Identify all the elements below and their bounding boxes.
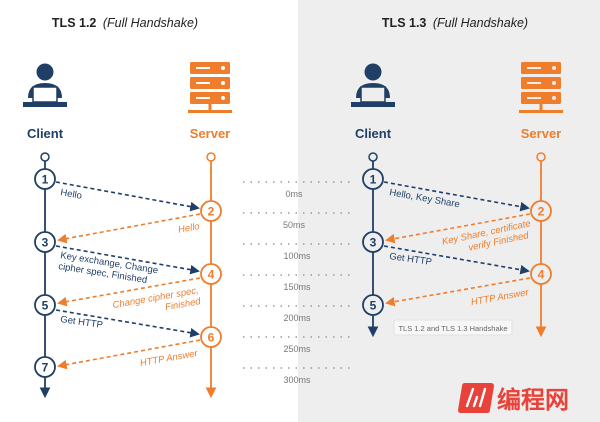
watermark-text: 编程网: [497, 386, 569, 414]
time-100ms: 100ms: [283, 251, 311, 261]
left-title: TLS 1.2 (Full Handshake): [52, 16, 198, 30]
left-arrow-1: [55, 181, 200, 212]
right-server-step-4: 4: [530, 263, 552, 285]
server-rack-icon: [519, 62, 563, 113]
right-title: TLS 1.3 (Full Handshake): [382, 16, 528, 30]
left-arrow-6: [57, 339, 201, 370]
server-rack-icon: [188, 62, 232, 113]
right-server-label: Server: [521, 126, 561, 141]
timeline: 0ms 50ms 100ms 150ms 200ms 250ms 300ms: [243, 181, 350, 385]
left-client-step-5: 5: [34, 294, 56, 316]
time-50ms: 50ms: [283, 220, 306, 230]
svg-text:4: 4: [538, 268, 545, 282]
right-server-step-2: 2: [530, 200, 552, 222]
left-server-origin: [206, 152, 216, 162]
svg-text:1: 1: [42, 173, 49, 187]
tooltip-text: TLS 1.2 and TLS 1.3 Handshake: [398, 324, 507, 333]
right-client-label: Client: [355, 126, 392, 141]
svg-text:6: 6: [208, 331, 215, 345]
client-user-icon: [351, 63, 395, 107]
right-server-origin: [536, 152, 546, 162]
right-client-step-5: 5: [362, 294, 384, 316]
left-server-step-2: 2: [200, 200, 222, 222]
left-server-step-4: 4: [200, 263, 222, 285]
svg-text:5: 5: [42, 299, 49, 313]
left-arrow-4: [57, 277, 201, 307]
right-arrow-1: [383, 181, 530, 212]
svg-text:2: 2: [538, 205, 545, 219]
svg-text:5: 5: [370, 299, 377, 313]
left-msg-2: Hello: [177, 221, 200, 236]
left-server-step-6: 6: [200, 326, 222, 348]
right-arrow-4: [385, 277, 531, 307]
time-0ms: 0ms: [285, 189, 303, 199]
time-300ms: 300ms: [283, 375, 311, 385]
tooltip: TLS 1.2 and TLS 1.3 Handshake: [393, 319, 513, 336]
svg-text:7: 7: [42, 361, 49, 375]
watermark: 编程网: [458, 383, 569, 414]
feel-logo-icon: [458, 383, 494, 413]
right-client-step-3: 3: [362, 231, 384, 253]
left-client-step-7: 7: [34, 356, 56, 378]
time-250ms: 250ms: [283, 344, 311, 354]
svg-text:3: 3: [42, 236, 49, 250]
left-arrow-3: [55, 245, 200, 275]
svg-text:2: 2: [208, 205, 215, 219]
left-msg-1: Hello: [59, 187, 82, 202]
right-client-origin: [368, 152, 378, 162]
left-client-origin: [40, 152, 50, 162]
right-arrow-3: [383, 245, 530, 275]
left-client-label: Client: [27, 126, 64, 141]
left-arrow-5: [55, 309, 200, 338]
left-server-label: Server: [190, 126, 230, 141]
svg-text:4: 4: [208, 268, 215, 282]
time-150ms: 150ms: [283, 282, 311, 292]
right-client-step-1: 1: [362, 168, 384, 190]
left-client-step-1: 1: [34, 168, 56, 190]
left-client-step-3: 3: [34, 231, 56, 253]
left-arrow-2: [57, 213, 201, 244]
svg-text:3: 3: [370, 236, 377, 250]
right-arrow-2: [385, 213, 531, 244]
time-200ms: 200ms: [283, 313, 311, 323]
svg-text:1: 1: [370, 173, 377, 187]
client-user-icon: [23, 63, 67, 107]
